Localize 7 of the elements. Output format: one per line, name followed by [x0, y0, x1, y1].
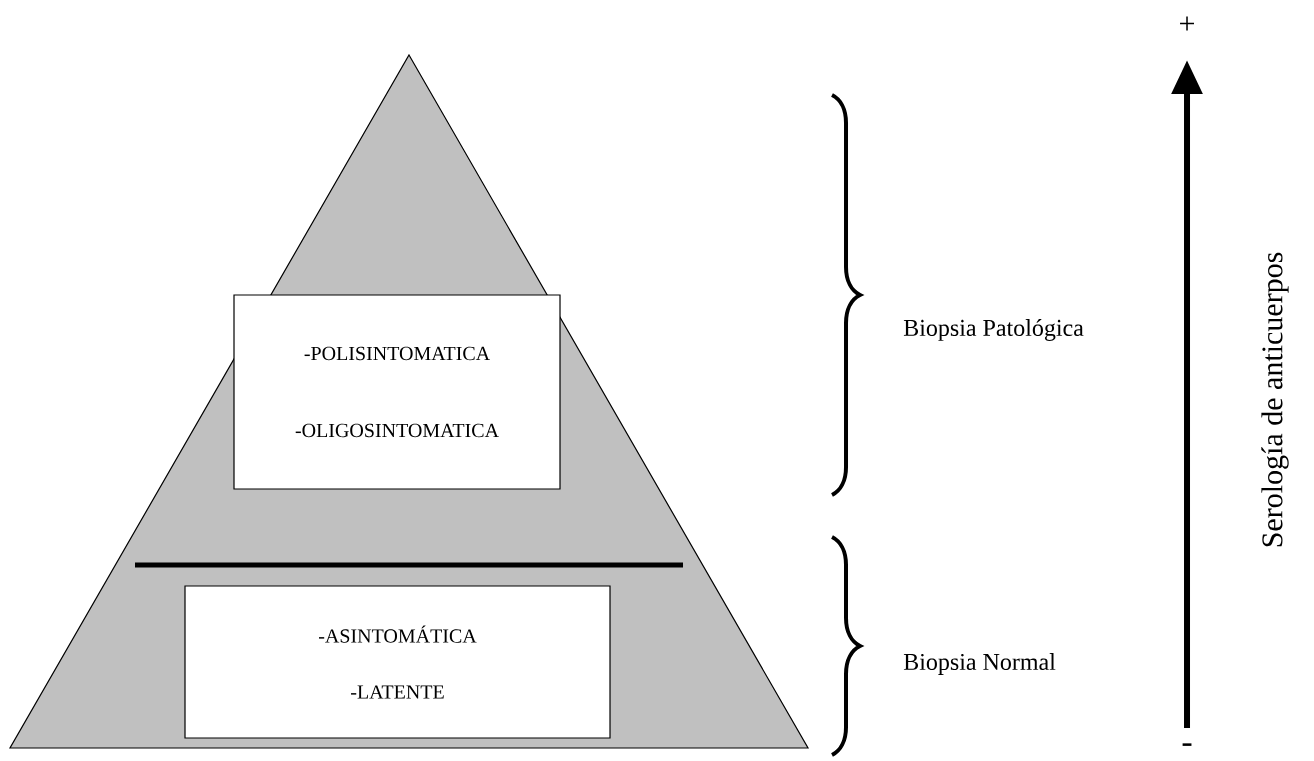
brace-label: Biopsia Normal [903, 653, 1056, 675]
text-box: -POLISINTOMATICA -OLIGOSINTOMATICA [233, 294, 561, 490]
axis-title: Serología de anticuerpos [1261, 252, 1289, 547]
brace-label: Biopsia Patológica [903, 319, 1084, 341]
text-box: -ASINTOMÁTICA -LATENTE [184, 585, 611, 739]
axis-label: + [1180, 16, 1194, 31]
axis-label: - [1182, 743, 1192, 746]
